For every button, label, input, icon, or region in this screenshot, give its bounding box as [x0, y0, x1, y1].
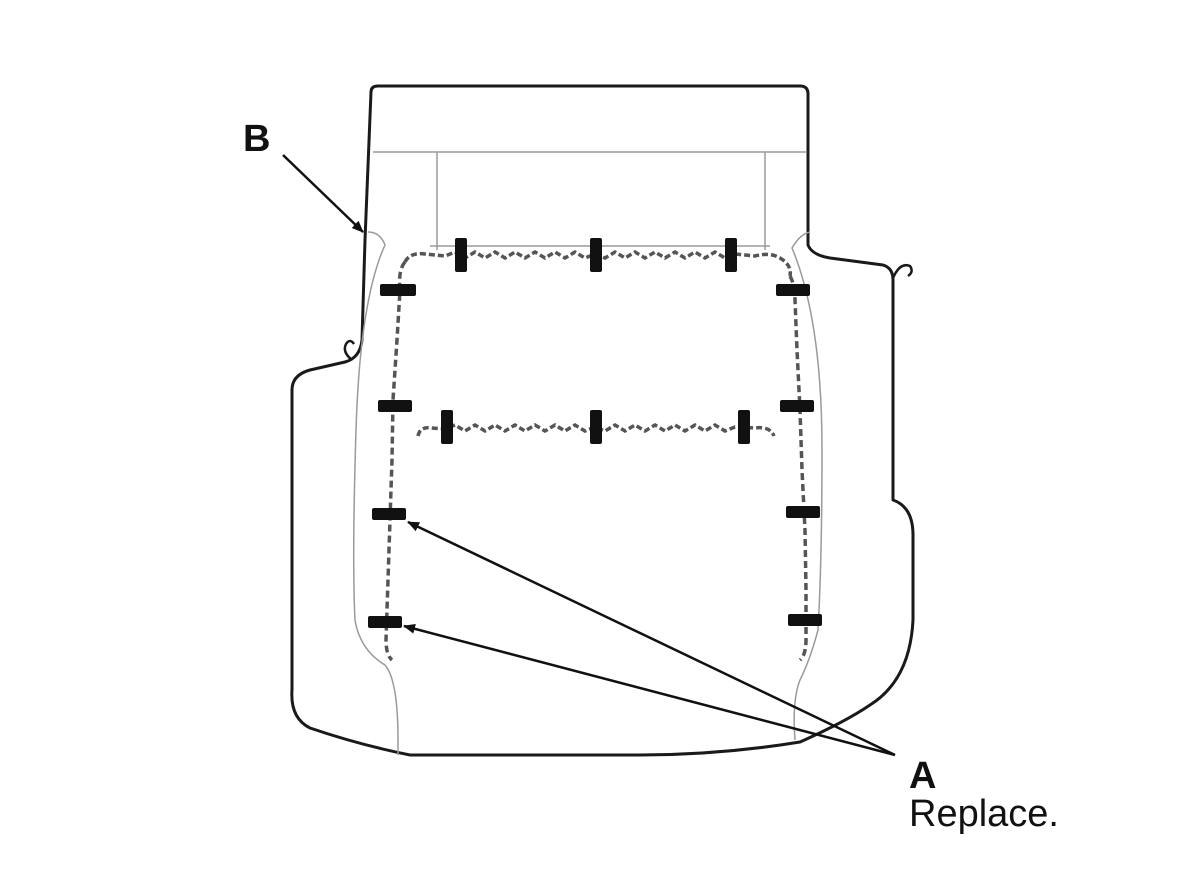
hog-ring-clip [786, 506, 820, 518]
right-spring-wire [788, 275, 808, 662]
hog-ring-clip [590, 410, 602, 444]
hog-ring-clip [441, 410, 453, 444]
hog-ring-clips [368, 238, 822, 628]
callout-b-arrow [282, 154, 364, 233]
hog-ring-clip [372, 508, 406, 520]
left-spring-wire [384, 260, 407, 662]
hog-ring-clip [378, 400, 412, 412]
hog-ring-clip [380, 284, 416, 296]
callout-a-arrow-upper [407, 520, 896, 757]
hog-ring-clip [368, 616, 402, 628]
hog-ring-clip [455, 238, 467, 272]
hog-ring-clip [590, 238, 602, 272]
upper-spring-wire [403, 249, 793, 277]
callout-a-note: Replace. [909, 793, 1059, 835]
callout-a-label: A [909, 755, 937, 797]
hook-left [343, 339, 356, 361]
hog-ring-clip [776, 284, 810, 296]
callout-a-arrow-lower [403, 623, 896, 757]
hog-ring-clip [788, 614, 822, 626]
seat-cushion-outline [290, 84, 915, 757]
hook-right [891, 264, 913, 279]
hog-ring-clip [780, 400, 814, 412]
hog-ring-clip [738, 410, 750, 444]
hog-ring-clip [725, 238, 737, 272]
callout-b-label: B [243, 118, 271, 160]
inner-outline-lines [352, 151, 823, 755]
